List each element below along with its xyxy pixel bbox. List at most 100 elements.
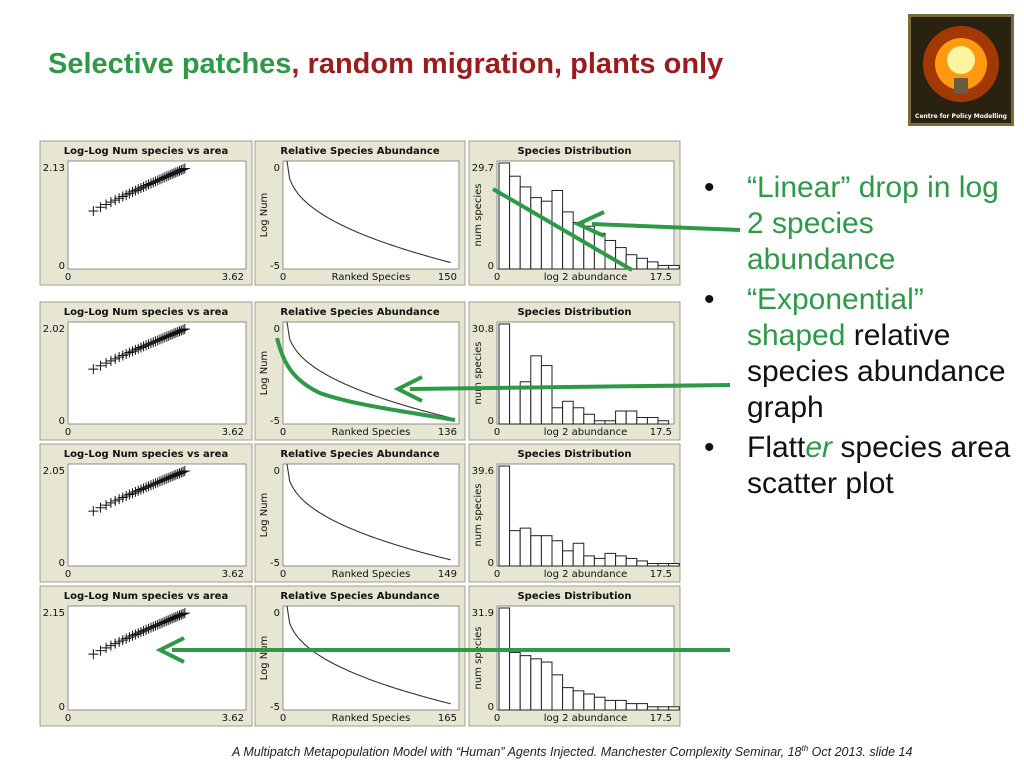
x-axis-label: Ranked Species [332,272,411,283]
bar [583,693,595,711]
scatter-point [161,171,172,182]
y-tick-max: 2.02 [43,324,65,335]
scatter-point [143,339,154,350]
scatter-point [179,163,190,174]
y-tick-max: 39.6 [472,466,494,477]
scatter-point [145,480,156,491]
scatter-point [138,483,149,494]
bar [530,535,542,567]
scatter-point [154,618,165,629]
bar [604,699,617,711]
bar [509,387,521,425]
x-tick-max: 3.62 [222,713,244,724]
scatter-point [145,338,156,349]
scatter-point [159,172,170,183]
scatter-point [130,486,141,497]
bar [636,417,648,425]
scatter-point [110,495,121,506]
arrow-linear-shaft [591,222,741,232]
y-tick-max: 2.05 [43,466,65,477]
bar [668,264,680,270]
x-axis-label: Ranked Species [332,713,411,724]
bar [540,365,553,425]
scatter-point [145,178,156,189]
scatter-point [138,625,149,636]
scatter-point [152,335,163,346]
bar [583,413,595,425]
bar [615,410,627,425]
x-tick-max: 165 [438,713,457,724]
bar [593,557,606,567]
bar [657,420,670,425]
scatter-point [179,324,190,335]
bar [498,607,511,711]
scatter-point [101,500,112,511]
x-axis-label: log 2 abundance [544,713,628,724]
bar [583,555,595,567]
scatter-point [163,330,174,341]
bar [498,323,511,425]
y-tick-min: 0 [59,261,65,272]
scatter-point [152,477,163,488]
bar [519,655,532,711]
scatter-point [110,638,121,649]
x-tick-min: 0 [280,427,286,438]
chart-title: Relative Species Abundance [280,449,439,460]
bar [540,661,553,711]
scatter-point [130,185,141,196]
chart-title: Species Distribution [517,307,631,318]
bar [551,674,564,711]
scatter-point [152,619,163,630]
y-tick-min: -5 [270,702,280,713]
scatter-point [148,177,159,188]
bar [562,211,574,270]
y-tick-max: 0 [274,608,280,619]
bar [636,560,648,567]
bar [509,651,521,711]
y-tick-min: 0 [59,702,65,713]
chart-title: Relative Species Abundance [280,146,439,157]
scatter-point [138,341,149,352]
scatter-point [161,473,172,484]
bar [572,690,585,711]
y-axis-label: num species [473,484,484,547]
bullet-exponential: •“Exponential” shaped relative species a… [704,283,1006,424]
scatter-point [161,616,172,627]
bar [668,706,680,711]
scatter-point [179,466,190,477]
y-axis-label: num species [473,184,484,247]
logo-text: Centre for Policy Modelling [915,113,1007,120]
scatter-point [135,484,146,495]
bar [562,550,574,567]
y-tick-min: 0 [488,702,494,713]
scatter-point [157,173,168,184]
scatter-point [110,353,121,364]
scatter-point [105,197,116,208]
scatter-point [150,620,161,631]
scatter-point [163,472,174,483]
y-tick-min: 0 [488,558,494,569]
y-axis-label: Log Num [259,351,270,396]
bar [498,162,511,270]
y-tick-max: 31.9 [472,608,494,619]
y-tick-min: 0 [59,416,65,427]
trend-line-linear [491,187,634,272]
plot-area [282,321,460,425]
y-tick-max: 2.13 [43,163,65,174]
bullet-list: •“Linear” drop in log 2 species abundanc… [700,170,1020,506]
scatter-point [179,608,190,619]
arrow-flatter-head [155,636,185,664]
scatter-point [163,615,174,626]
x-tick-min: 0 [65,713,71,724]
scatter-point [101,642,112,653]
scatter-point [88,506,99,517]
y-tick-max: 2.15 [43,608,65,619]
scatter-point [105,497,116,508]
y-axis-label: num species [473,627,484,690]
x-tick-max: 17.5 [650,713,672,724]
bar [636,257,648,270]
x-tick-max: 150 [438,272,457,283]
chart-title: Species Distribution [517,591,631,602]
